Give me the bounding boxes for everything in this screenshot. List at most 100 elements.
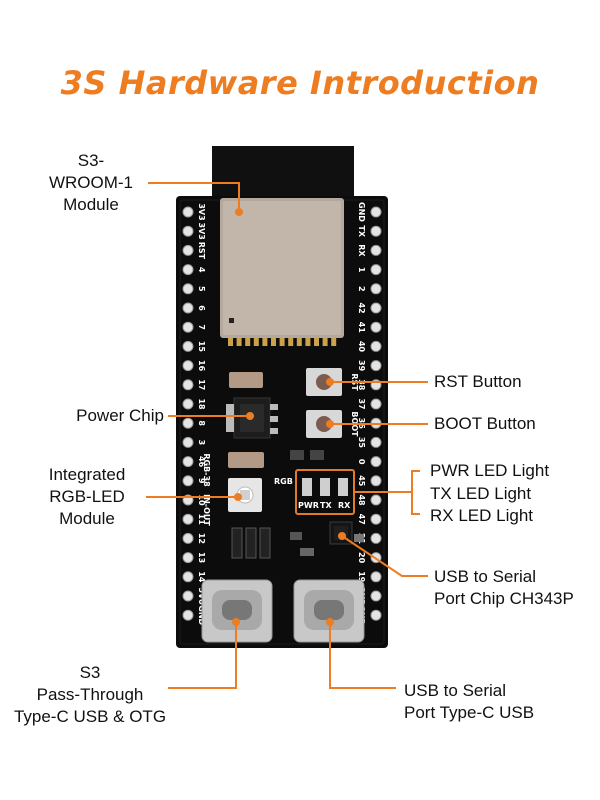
label-ch343p: USB to Serial Port Chip CH343P — [434, 566, 574, 610]
silk-pwr: PWR — [298, 501, 319, 510]
led-bracket — [411, 470, 420, 515]
left-pin-label: 4 — [197, 267, 206, 273]
left-pin-hole — [182, 571, 194, 583]
right-pin-hole — [370, 244, 382, 256]
page-title: 3S Hardware Introduction — [60, 64, 540, 102]
label-module-line2: WROOM-1 — [48, 173, 134, 192]
left-pin-label: 7 — [197, 324, 206, 330]
label-rgb-led: Integrated RGB-LED Module — [30, 464, 144, 530]
left-pin-label: 3V3 — [197, 223, 206, 240]
right-pin-label: 37 — [357, 398, 366, 409]
left-pin-label: 12 — [197, 533, 206, 544]
module-pad — [322, 338, 328, 346]
left-pin-label: 16 — [197, 360, 206, 372]
module-pad — [253, 338, 259, 346]
silk-rx: RX — [338, 501, 351, 510]
left-pin-hole — [182, 264, 194, 276]
left-pin-label: 11 — [197, 514, 206, 526]
label-usb-otg: S3 Pass-Through Type-C USB & OTG — [0, 662, 180, 728]
right-pin-label: TX — [357, 225, 366, 237]
left-pin-header — [182, 206, 194, 621]
label-module-line1: S3- — [77, 151, 105, 170]
label-rx-led: RX LED Light — [430, 506, 533, 525]
label-usb-serial-line2: Port Type-C USB — [404, 703, 535, 722]
right-pin-hole — [370, 532, 382, 544]
right-pin-label: 48 — [357, 494, 366, 506]
left-pin-hole — [182, 513, 194, 525]
label-tx-led: TX LED Light — [430, 484, 532, 503]
left-pin-hole — [182, 475, 194, 487]
module-dot — [235, 208, 243, 216]
label-ch343p-line2: Port Chip CH343P — [434, 589, 574, 608]
left-pin-hole — [182, 244, 194, 256]
label-module-line3: Module — [63, 195, 119, 214]
left-pin-label: 5 — [197, 286, 206, 292]
silk-rgb-pin: RGB-38 — [202, 453, 211, 487]
right-pin-labels: GNDTXRX1242414039383736350454847212019GN… — [357, 202, 366, 625]
right-pin-label: 20 — [357, 552, 366, 564]
module-pad — [245, 338, 251, 346]
left-pin-label: 3V3 — [197, 203, 206, 220]
right-pin-hole — [370, 264, 382, 276]
label-rgb-line2: RGB-LED — [49, 487, 125, 506]
left-pin-label: 9 — [197, 478, 206, 484]
rst-button-cap — [316, 374, 332, 390]
right-pin-label: 2 — [357, 286, 366, 292]
rx-led — [338, 478, 348, 496]
right-pin-hole — [370, 609, 382, 621]
left-pin-hole — [182, 456, 194, 468]
power-chip-cap2 — [228, 452, 264, 468]
right-pin-label: 19 — [357, 571, 366, 583]
left-pin-hole — [182, 321, 194, 333]
label-rgb-line1: Integrated — [48, 465, 126, 484]
left-pin-label: 3 — [197, 440, 206, 446]
left-pin-label: 46 — [197, 456, 206, 468]
usb-otg-leader — [168, 622, 237, 689]
label-rst-button: RST Button — [434, 372, 522, 391]
label-module: S3- WROOM-1 Module — [30, 150, 152, 216]
right-pin-hole — [370, 340, 382, 352]
left-pin-label: 13 — [197, 552, 206, 563]
right-pin-label: 39 — [357, 360, 366, 372]
left-pin-hole — [182, 206, 194, 218]
left-pin-hole — [182, 552, 194, 564]
right-pin-hole — [370, 513, 382, 525]
right-pin-hole — [370, 590, 382, 602]
module-pad — [271, 338, 276, 346]
left-pin-hole — [182, 398, 194, 410]
right-pin-label: 38 — [357, 379, 366, 391]
right-pin-hole — [370, 225, 382, 237]
left-pin-label: 17 — [197, 379, 206, 390]
right-pin-label: 0 — [357, 459, 366, 465]
module-leader — [148, 182, 240, 210]
left-pin-label: 15 — [197, 341, 206, 353]
right-pin-header — [370, 206, 382, 621]
left-pin-hole — [182, 436, 194, 448]
right-pin-label: 40 — [357, 341, 366, 353]
left-pin-hole — [182, 379, 194, 391]
silk-rgb: RGB — [274, 477, 293, 486]
usb-serial-leader — [329, 622, 396, 689]
right-pin-label: 42 — [357, 302, 366, 313]
label-power-chip: Power Chip — [76, 406, 164, 425]
module-pad — [288, 338, 294, 346]
power-chip-cap — [229, 372, 263, 388]
left-pin-hole — [182, 417, 194, 429]
right-pin-label: RX — [357, 244, 366, 257]
pwr-led — [302, 478, 312, 496]
left-pin-hole — [182, 283, 194, 295]
right-pin-label: 45 — [357, 475, 366, 487]
label-usb-serial-line1: USB to Serial — [404, 681, 507, 700]
right-pin-hole — [370, 321, 382, 333]
module-pad — [305, 338, 311, 346]
module-pad — [314, 338, 319, 346]
right-pin-hole — [370, 206, 382, 218]
left-pin-label: 14 — [197, 571, 206, 583]
left-pin-hole — [182, 340, 194, 352]
module-castellations — [228, 338, 337, 346]
right-pin-hole — [370, 360, 382, 372]
module-pad — [262, 338, 268, 346]
left-pin-label: 8 — [197, 420, 206, 426]
module-pad — [228, 338, 233, 346]
